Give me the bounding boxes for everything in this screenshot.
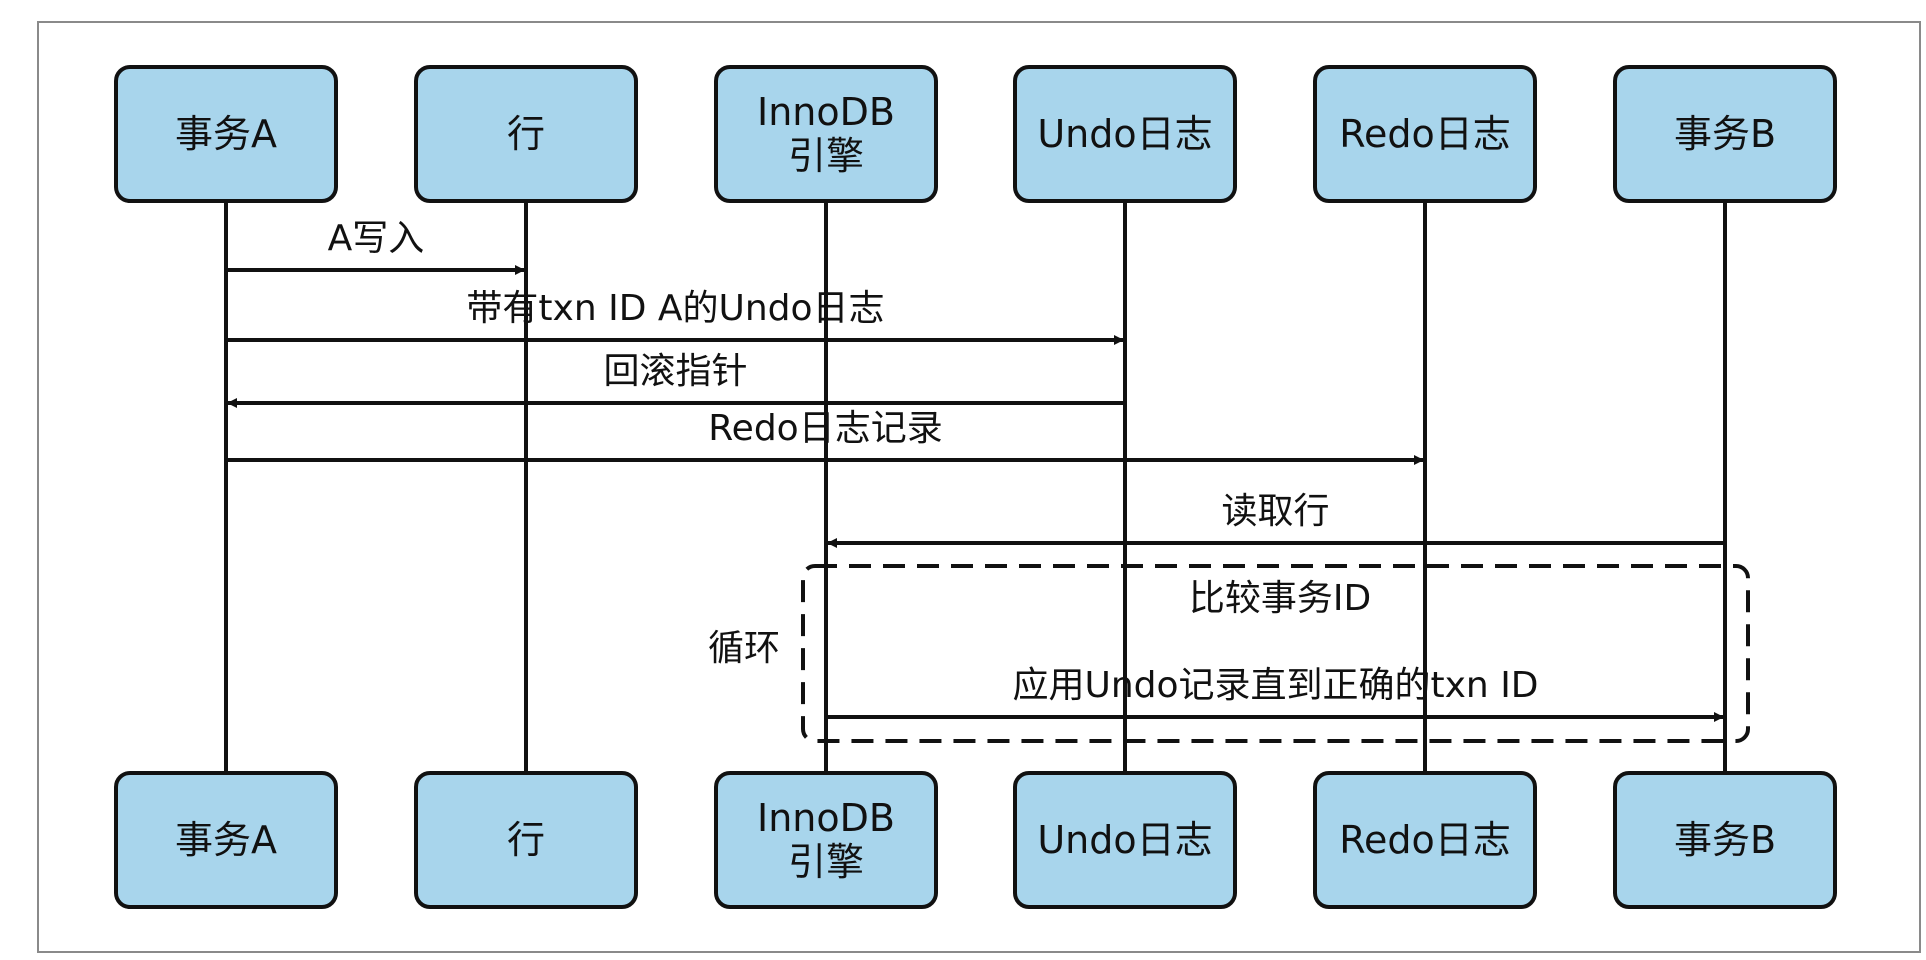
message-label-undo-log-txn-a: 带有txn ID A的Undo日志 xyxy=(466,288,884,329)
participant-bottom-txnA: 事务A xyxy=(114,771,338,909)
loop-label: 循环 xyxy=(708,628,780,669)
participant-box xyxy=(1613,771,1837,909)
message-label-read-row: 读取行 xyxy=(1221,491,1329,532)
diagram-frame xyxy=(37,21,1921,953)
participant-label: 事务B xyxy=(1674,112,1776,156)
loop-box xyxy=(801,564,1750,743)
participant-bottom-txnB: 事务B xyxy=(1613,771,1837,909)
participant-box xyxy=(1613,65,1837,203)
participant-label: 事务B xyxy=(1674,818,1776,862)
participant-bottom-redo: Redo日志 xyxy=(1313,771,1537,909)
participant-box xyxy=(414,65,638,203)
participant-label: 事务A xyxy=(175,818,277,862)
message-label-apply-undo: 应用Undo记录直到正确的txn ID xyxy=(1012,665,1538,706)
loop-frame: 循环 比较事务ID xyxy=(708,564,1750,743)
participant-box xyxy=(1013,65,1237,203)
participant-top-txnA: 事务A xyxy=(114,65,338,203)
participant-box xyxy=(1013,771,1237,909)
participant-label: InnoDB xyxy=(757,796,895,840)
message-label-redo-record: Redo日志记录 xyxy=(708,408,942,449)
participant-box xyxy=(414,771,638,909)
loop-note: 比较事务ID xyxy=(1189,578,1371,619)
participant-box xyxy=(1313,65,1537,203)
participant-top-row: 行 xyxy=(414,65,638,203)
participant-label: InnoDB xyxy=(757,90,895,134)
participant-label: 行 xyxy=(507,818,545,862)
participant-bottom-row: 行 xyxy=(414,771,638,909)
participant-box xyxy=(714,65,938,203)
message-label-write-a: A写入 xyxy=(328,218,425,259)
participant-label: Redo日志 xyxy=(1339,818,1510,862)
participant-box xyxy=(114,771,338,909)
participant-label: 引擎 xyxy=(788,134,864,178)
participant-label: Undo日志 xyxy=(1037,818,1212,862)
participant-label: Undo日志 xyxy=(1037,112,1212,156)
participant-box xyxy=(1313,771,1537,909)
message-label-rollback-ptr: 回滚指针 xyxy=(603,351,747,392)
participant-top-undo: Undo日志 xyxy=(1013,65,1237,203)
lifelines xyxy=(224,201,1727,773)
participant-label: 行 xyxy=(507,112,545,156)
participant-label: 事务A xyxy=(175,112,277,156)
participant-top-redo: Redo日志 xyxy=(1313,65,1537,203)
participant-box xyxy=(114,65,338,203)
participant-label: Redo日志 xyxy=(1339,112,1510,156)
participant-box xyxy=(714,771,938,909)
participant-bottom-undo: Undo日志 xyxy=(1013,771,1237,909)
participant-top-txnB: 事务B xyxy=(1613,65,1837,203)
participant-label: 引擎 xyxy=(788,840,864,884)
